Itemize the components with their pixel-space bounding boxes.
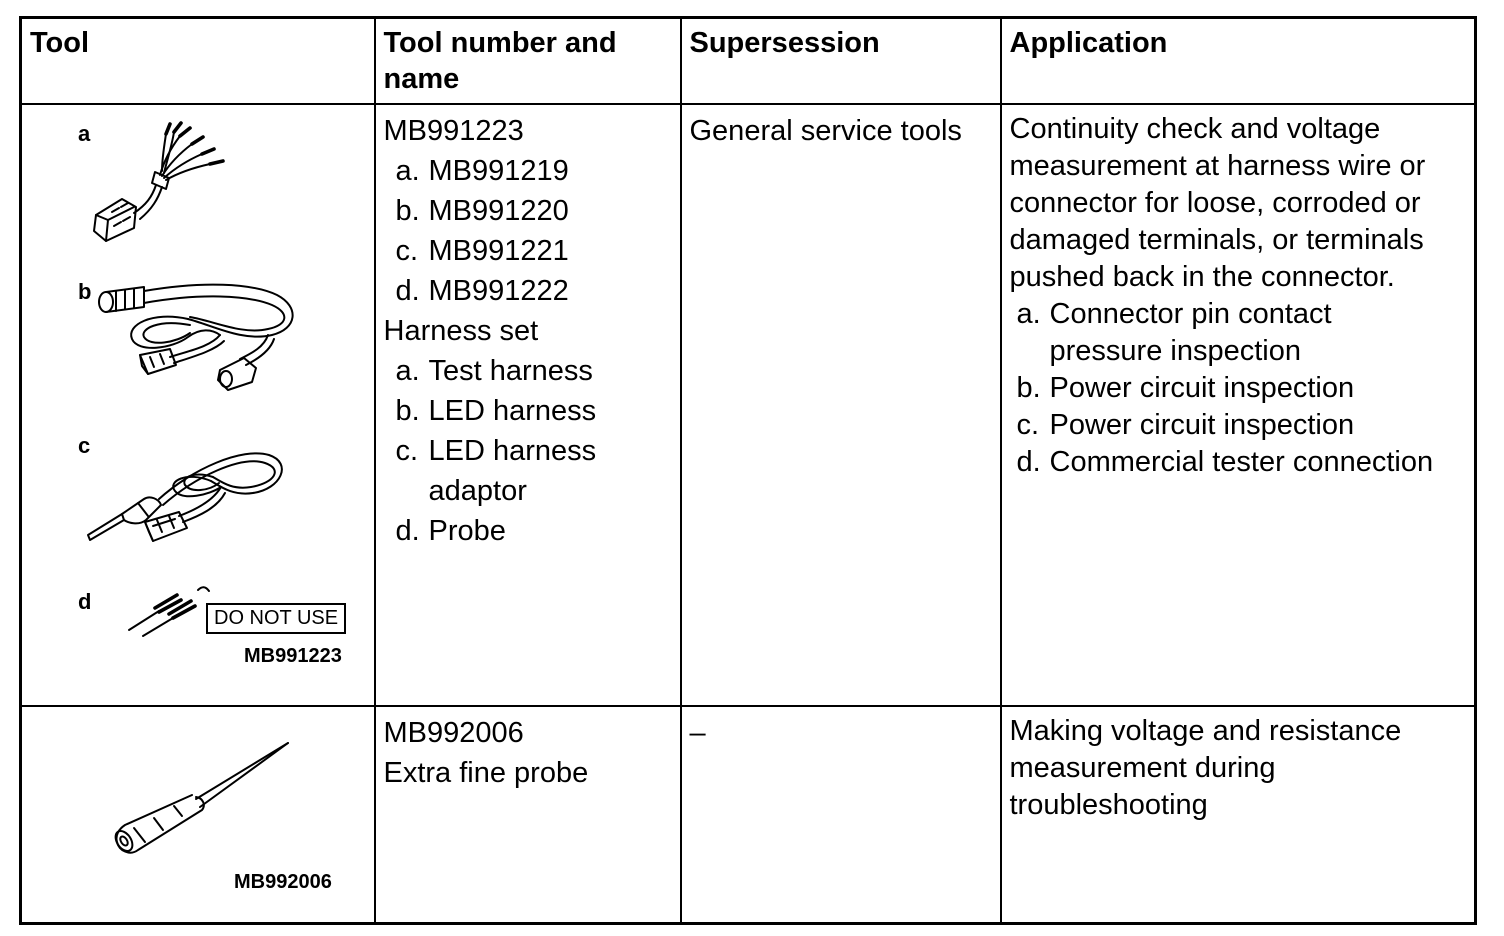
tool-number-cell: MB991223 a. MB991219 b. MB991220 c. MB99… [373,103,682,707]
tool-caption-mb992006: MB992006 [234,871,332,893]
application-cell: Making voltage and resistance measuremen… [999,705,1477,924]
list-item: a. Connector pin contact pressure inspec… [1016,298,1332,367]
col-header-supersession: Supersession [679,16,1002,105]
list-item: c. LED harness adaptor [395,435,597,507]
supersession-cell: General service tools [679,103,1002,707]
tool-illustration-cell: MB992006 [19,705,376,924]
probe-illustration [128,586,210,637]
list-item: c. Power circuit inspection [1016,409,1355,441]
application-intro: Continuity check and voltage measurement… [1009,113,1426,293]
led-harness-illustration [98,283,294,391]
tool-number-cell: MB992006 Extra fine probe [373,705,682,924]
list-item: c. MB991221 [395,235,569,267]
header-row: Tool Tool number and name Supersession A… [19,16,1477,105]
tool-label-a: a [78,121,91,146]
list-item: b. MB991220 [395,195,569,227]
col-header-application: Application [999,16,1477,105]
tool-number-subtitle: Extra fine probe [383,757,589,789]
extra-fine-probe-illustration [114,742,289,854]
list-item: a. Test harness [395,355,593,387]
list-item: a. MB991219 [395,155,569,187]
do-not-use-label: DO NOT USE [206,603,347,634]
list-item: d. MB991222 [395,275,569,307]
tool-label-b: b [78,279,92,304]
tool-number-subtitle: Harness set [383,315,539,347]
application-intro: Making voltage and resistance measuremen… [1009,715,1402,821]
table-row-mb992006: MB992006 MB992006 Extra fine probe – Mak… [19,705,1477,924]
tool-number-title: MB992006 [383,717,524,749]
col-header-tool: Tool [19,16,376,105]
tool-label-d: d [78,589,92,614]
tool-illustration-cell: a b c d [19,103,376,707]
led-harness-adaptor-illustration [87,452,283,542]
list-item: b. Power circuit inspection [1016,372,1355,404]
special-tools-table: Tool Tool number and name Supersession A… [19,16,1477,925]
list-item: d. Commercial tester connection [1016,446,1434,478]
list-item: d. Probe [395,515,506,547]
tool-label-c: c [78,433,91,458]
tool-caption-mb991223: MB991223 [244,645,342,667]
tool-number-title: MB991223 [383,115,524,147]
table-row-mb991223: a b c d [19,103,1477,707]
test-harness-illustration [93,121,225,242]
col-header-tool-number: Tool number and name [373,16,682,105]
application-cell: Continuity check and voltage measurement… [999,103,1477,707]
supersession-cell: – [679,705,1002,924]
list-item: b. LED harness [395,395,597,427]
